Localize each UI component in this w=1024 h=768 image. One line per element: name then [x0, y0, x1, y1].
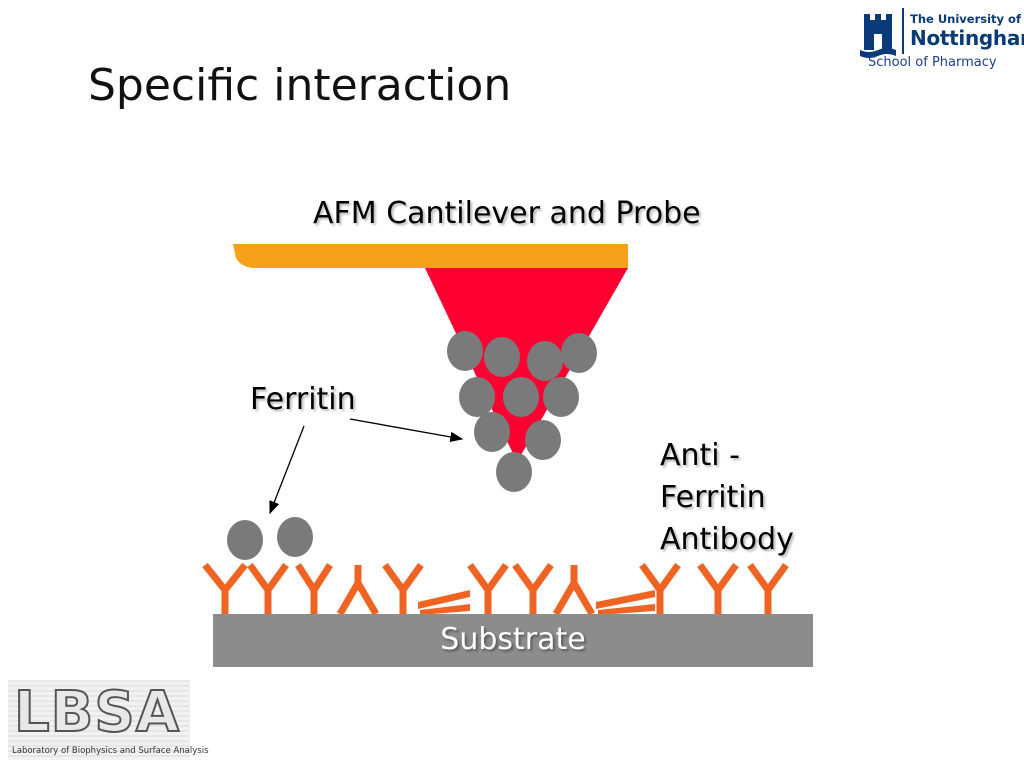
ferritin-cluster-on-probe	[447, 331, 597, 492]
substrate-label: Substrate	[440, 622, 586, 657]
lbsa-logo-letters: LBSA	[13, 679, 181, 746]
antibody-label: Anti - Ferritin Antibody	[660, 435, 794, 561]
antibody-label-line: Anti -	[660, 438, 740, 473]
probe-tip	[425, 268, 628, 462]
university-logo: The University of Nottingham	[858, 6, 1024, 74]
cantilever-beam	[233, 244, 628, 268]
cantilever-label: AFM Cantilever and Probe	[313, 196, 701, 231]
ferritin-on-substrate	[227, 517, 313, 560]
antibody-layer	[202, 562, 789, 616]
university-name-line1: The University of	[910, 12, 1021, 26]
antibody-label-line: Ferritin	[660, 480, 766, 515]
school-name: School of Pharmacy	[868, 55, 997, 70]
ferritin-label: Ferritin	[250, 382, 356, 417]
lying-antibodies	[418, 590, 655, 615]
slide-title: Specific interaction	[88, 60, 512, 111]
lbsa-logo-background	[8, 680, 190, 760]
arrow-to-probe-ferritin	[349, 418, 464, 443]
lbsa-logo-caption: Laboratory of Biophysics and Surface Ana…	[12, 746, 209, 756]
substrate-block	[213, 614, 813, 667]
antibody-label-line: Antibody	[660, 522, 794, 557]
arrow-to-substrate-ferritin	[269, 425, 305, 515]
castle-crest-icon	[860, 14, 896, 58]
logo-divider	[902, 8, 904, 54]
university-name-line2: Nottingham	[910, 26, 1024, 50]
lbsa-logo: LBSA Laboratory of Biophysics and Surfac…	[8, 679, 209, 760]
